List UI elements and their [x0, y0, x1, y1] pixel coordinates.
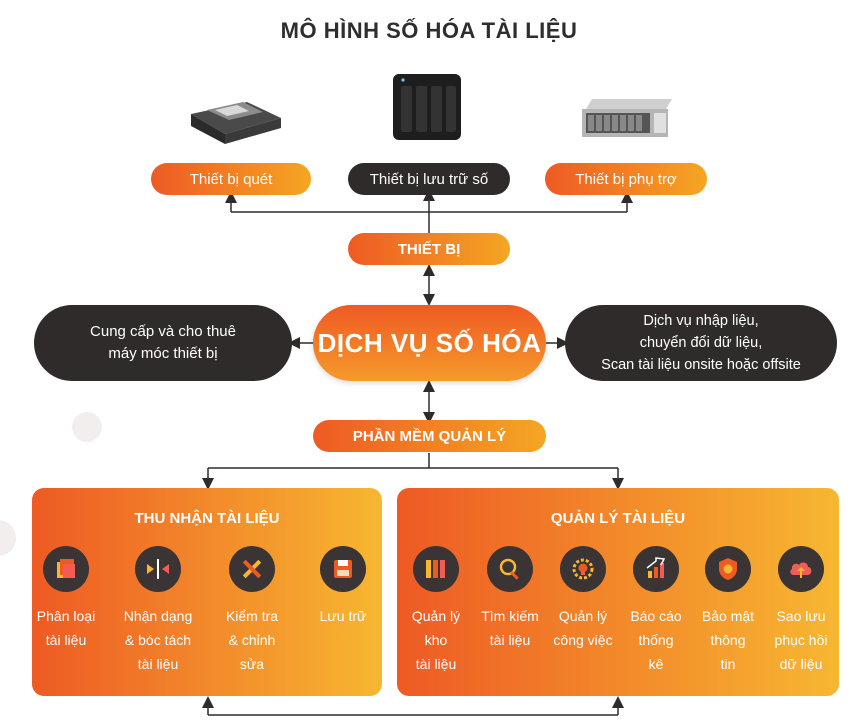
item-label-line: Kiểm tra: [225, 608, 279, 624]
manage-panel: QUẢN LÝ TÀI LIỆU Quản lý kho tài liệu Tì…: [397, 488, 839, 696]
digitization-service-pill: DỊCH VỤ SỐ HÓA: [313, 305, 546, 381]
storage-device-label: Thiết bị lưu trữ số: [369, 170, 489, 188]
page-title: MÔ HÌNH SỐ HÓA TÀI LIỆU: [280, 18, 578, 43]
auxiliary-device-label: Thiết bị phụ trợ: [575, 170, 677, 188]
equipment-label: THIẾT BỊ: [397, 240, 461, 258]
item-label-line: Bảo mật: [701, 608, 755, 624]
item-label-line: tài liệu: [489, 632, 531, 648]
item-label-line: Sao lưu: [776, 608, 826, 624]
tools-icon: [229, 546, 275, 592]
stack-icon: [43, 546, 89, 592]
floppy-disk-icon: [320, 546, 366, 592]
item-label-line: kho: [424, 632, 448, 648]
auxiliary-device-pill: Thiết bị phụ trợ: [545, 163, 707, 195]
capture-item-check: Kiểm tra & chỉnh sửa: [218, 546, 286, 676]
item-label-line: tài liệu: [415, 656, 457, 672]
item-label-line: tin: [720, 656, 736, 672]
item-label-line: Phân loại: [36, 608, 96, 624]
manage-item-report: Báo cáo thống kê: [621, 546, 691, 676]
manage-item-search: Tìm kiếm tài liệu: [475, 546, 545, 652]
manage-item-work: Quản lý công việc: [547, 546, 619, 652]
lightbulb-gear-icon: [560, 546, 606, 592]
decor-circle: [0, 520, 16, 556]
scanner-device-pill: Thiết bị quét: [151, 163, 311, 195]
right-service-line2: chuyển đổi dữ liệu,: [639, 335, 763, 351]
item-label-line: tài liệu: [137, 656, 179, 672]
item-label-line: & chỉnh: [228, 632, 276, 648]
center-label: DỊCH VỤ SỐ HÓA: [317, 327, 542, 358]
item-label-line: Tìm kiếm: [481, 608, 539, 624]
item-label-line: thống: [638, 632, 674, 648]
manage-item-warehouse: Quản lý kho tài liệu: [403, 546, 469, 676]
capture-panel: THU NHẬN TÀI LIỆU Phân loại tài liệu Nhậ…: [32, 488, 382, 696]
equipment-rental-pill: Cung cấp và cho thuê máy móc thiết bị: [34, 305, 292, 381]
item-label-line: dữ liệu: [779, 656, 823, 672]
software-label: PHẦN MỀM QUẢN LÝ: [352, 427, 507, 445]
item-label-line: & bóc tách: [124, 632, 192, 648]
capture-panel-title: THU NHẬN TÀI LIỆU: [134, 510, 280, 527]
item-label-line: Nhận dạng: [123, 608, 193, 624]
left-service-line2: máy móc thiết bị: [108, 345, 218, 362]
bar-chart-icon: [633, 546, 679, 592]
right-service-line1: Dịch vụ nhập liệu,: [643, 313, 759, 329]
manage-panel-title: QUẢN LÝ TÀI LIỆU: [550, 510, 686, 527]
cloud-sync-icon: [778, 546, 824, 592]
search-icon: [487, 546, 533, 592]
manage-item-security: Bảo mật thông tin: [693, 546, 763, 676]
scanner-image: [191, 102, 281, 144]
server-image: [582, 99, 672, 137]
shield-icon: [705, 546, 751, 592]
storage-device-pill: Thiết bị lưu trữ số: [348, 163, 510, 195]
decor-circle: [72, 412, 102, 442]
scanner-device-label: Thiết bị quét: [189, 170, 273, 188]
item-label-line: tài liệu: [45, 632, 87, 648]
right-service-line3: Scan tài liệu onsite hoặc offsite: [601, 357, 801, 373]
item-label-line: Quản lý: [558, 608, 608, 624]
split-arrows-icon: [135, 546, 181, 592]
capture-item-classify: Phân loại tài liệu: [32, 546, 100, 652]
storage-image: [393, 74, 461, 140]
item-label-line: sửa: [239, 656, 265, 672]
data-entry-service-pill: Dịch vụ nhập liệu, chuyển đổi dữ liệu, S…: [565, 305, 837, 381]
item-label-line: Báo cáo: [630, 608, 682, 624]
item-label-line: công việc: [553, 632, 613, 648]
item-label-line: thông: [710, 632, 746, 648]
item-label-line: phục hồi: [774, 632, 828, 648]
item-label-line: Lưu trữ: [319, 608, 367, 624]
capture-item-store: Lưu trữ: [310, 546, 376, 628]
left-service-line1: Cung cấp và cho thuê: [90, 323, 236, 340]
software-pill: PHẦN MỀM QUẢN LÝ: [313, 420, 546, 452]
equipment-pill: THIẾT BỊ: [348, 233, 510, 265]
item-label-line: kê: [648, 656, 664, 672]
binders-icon: [413, 546, 459, 592]
manage-item-backup: Sao lưu phục hồi dữ liệu: [765, 546, 837, 676]
capture-item-recognize: Nhận dạng & bóc tách tài liệu: [120, 546, 196, 676]
item-label-line: Quản lý: [411, 608, 461, 624]
